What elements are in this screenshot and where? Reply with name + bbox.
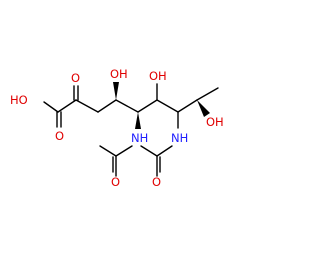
c5-acetamido-group: NH O (99, 112, 148, 189)
acetyl2-oxygen-label: O (152, 175, 161, 189)
c7-acetamido-group: NH O (140, 111, 188, 189)
chemical-structure: HO O O OH OH OH NH O NH O (10, 67, 224, 189)
acid-hydroxyl-label: HO (10, 93, 28, 107)
c4-hydroxyl-group: OH (110, 67, 128, 100)
c8-hydroxyl-label: OH (206, 115, 224, 129)
c8-hydroxyl-group: OH (197, 100, 224, 129)
c5-amide-nh-label: NH (131, 131, 148, 145)
acid-carbonyl-oxygen-label: O (55, 129, 64, 143)
acetyl1-oxygen-label: O (111, 175, 120, 189)
keto-oxygen-label: O (71, 71, 80, 85)
c4-hydroxyl-label: OH (110, 67, 128, 81)
carbon-backbone (57, 87, 219, 113)
ketone-group: O (71, 71, 80, 101)
carboxylic-acid-group: HO O (10, 93, 64, 143)
c7-amide-nh-label: NH (171, 131, 188, 145)
c6-hydroxyl-label: OH (149, 69, 167, 83)
molecule-canvas: HO O O OH OH OH NH O NH O (10, 67, 224, 189)
c6-hydroxyl-group: OH (149, 69, 167, 101)
